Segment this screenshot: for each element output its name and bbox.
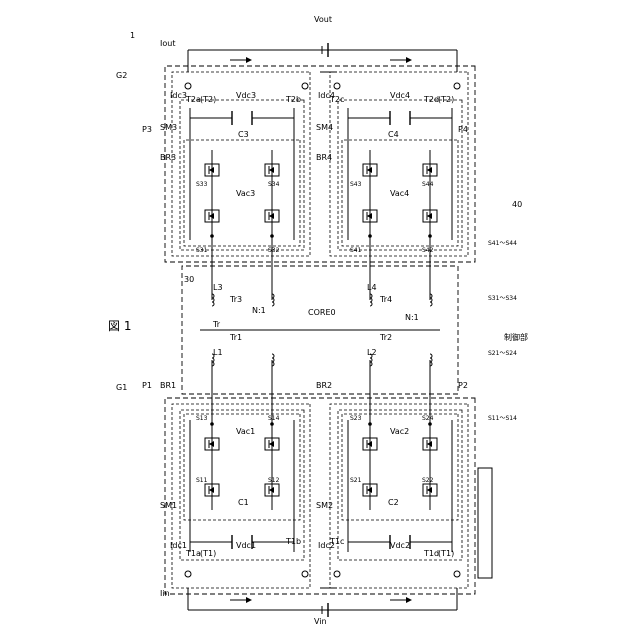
cap-c3-label: C3 [238,130,249,139]
terminal-t2d: T2d [423,95,439,104]
vdc2-label: Vdc2 [390,541,410,550]
vac3-label: Vac3 [236,189,255,198]
controller-ref: 40 [512,200,522,209]
port-p3-label: P3 [142,125,152,134]
arrow-icon [230,597,252,603]
submodule-sm1-frame [338,100,462,250]
switch-s14-label: S14 [268,415,280,422]
figure-title: 図 1 [108,319,131,333]
turns-ratio-bottom: N:1 [405,313,419,322]
switch-s33-label: S33 [196,181,208,188]
submodule-sm4-label: SM4 [316,123,333,132]
controller-signal-2: S21〜S24 [488,350,517,357]
terminal-t1a: T1a [185,549,201,558]
cap-c2-label: C2 [388,498,399,507]
group-g1-label: G1 [116,383,127,392]
transformer-tr2-label: Tr2 [379,333,392,342]
switch-s23-label: S23 [350,415,362,422]
vac4-label: Vac4 [390,189,409,198]
submodule-sm2-label: SM2 [316,501,333,510]
arrow-icon [390,597,412,603]
bridge-br3-label: BR3 [160,153,176,162]
bridge-br2-label: BR2 [316,381,332,390]
iout-label: Iout [160,39,175,48]
switch-s13-label: S13 [196,415,208,422]
cap-c4-label: C4 [388,130,399,139]
capacitor-c1 [348,111,452,125]
vdc3-label: Vdc3 [236,91,256,100]
arrow-icon [230,57,252,63]
idc1-label: Idc1 [170,541,187,550]
terminal-t1b: T1b [285,537,301,546]
controller-frame [478,468,492,578]
core-ref: 30 [184,275,194,284]
cap-c1-label: C1 [238,498,249,507]
terminal-t2a-alt: (T2) [200,95,216,104]
port-p1-label: P1 [142,381,152,390]
idc3-label: Idc3 [170,91,187,100]
controller-signal-3: S31〜S34 [488,295,517,302]
terminal-t2d-alt: (T2) [438,95,454,104]
idc2-label: Idc2 [318,541,335,550]
transformer-tr3-label: Tr3 [229,295,242,304]
terminal-t2b: T2b [285,95,301,104]
switch-s42-label: S42 [422,247,434,254]
controller-signal-4: S41〜S44 [488,240,517,247]
idc4-label: Idc4 [318,91,335,100]
vdc1-label: Vdc1 [236,541,256,550]
inductor-l1-label: L1 [213,348,223,357]
group-g2-label: G2 [116,71,127,80]
inductor-l3-label: L3 [213,283,223,292]
switch-s41-label: S41 [350,247,362,254]
turns-ratio-top: N:1 [252,306,266,315]
switch-s43-label: S43 [350,181,362,188]
switch-s34-label: S34 [268,181,280,188]
switch-s31-label: S31 [196,247,208,254]
vac2-label: Vac2 [390,427,409,436]
submodule-sm3-label: SM3 [160,123,177,132]
arrow-icon [390,57,412,63]
port-p4-label: P4 [458,125,468,134]
terminal-t1d: T1d [423,549,439,558]
bridge-br4-label: BR4 [316,153,332,162]
iin-label: Iin [160,589,170,598]
switch-s22-label: S22 [422,477,434,484]
submodule-sm1-label: SM1 [160,501,177,510]
vin-label: Vin [314,617,327,626]
controller-label: 制御部 [504,332,528,342]
inductor-l2-label: L2 [367,348,377,357]
switch-s32-label: S32 [268,247,280,254]
submodule-sm2-frame [180,100,304,250]
vdc4-label: Vdc4 [390,91,410,100]
terminal-t1a-alt: (T1) [200,549,216,558]
switch-s11-label: S11 [196,477,208,484]
vac1-label: Vac1 [236,427,255,436]
capacitor-c2 [190,111,294,125]
inductor-l4-label: L4 [367,283,377,292]
vout-label: Vout [314,15,332,24]
transformer-tr1-label: Tr1 [229,333,242,342]
controller-signal-1: S11〜S14 [488,415,517,422]
port-p2-label: P2 [458,381,468,390]
figure-number: 1 [130,31,135,40]
switch-s44-label: S44 [422,181,434,188]
switch-s12-label: S12 [268,477,280,484]
switch-s21-label: S21 [350,477,362,484]
bridge-br1-label: BR1 [160,381,176,390]
terminal-t2a: T2a [185,95,201,104]
transformer-tr-label: Tr [212,320,221,329]
switch-s24-label: S24 [422,415,434,422]
core-label: CORE0 [308,308,336,317]
transformer-tr4-label: Tr4 [379,295,392,304]
terminal-t1d-alt: (T1) [438,549,454,558]
